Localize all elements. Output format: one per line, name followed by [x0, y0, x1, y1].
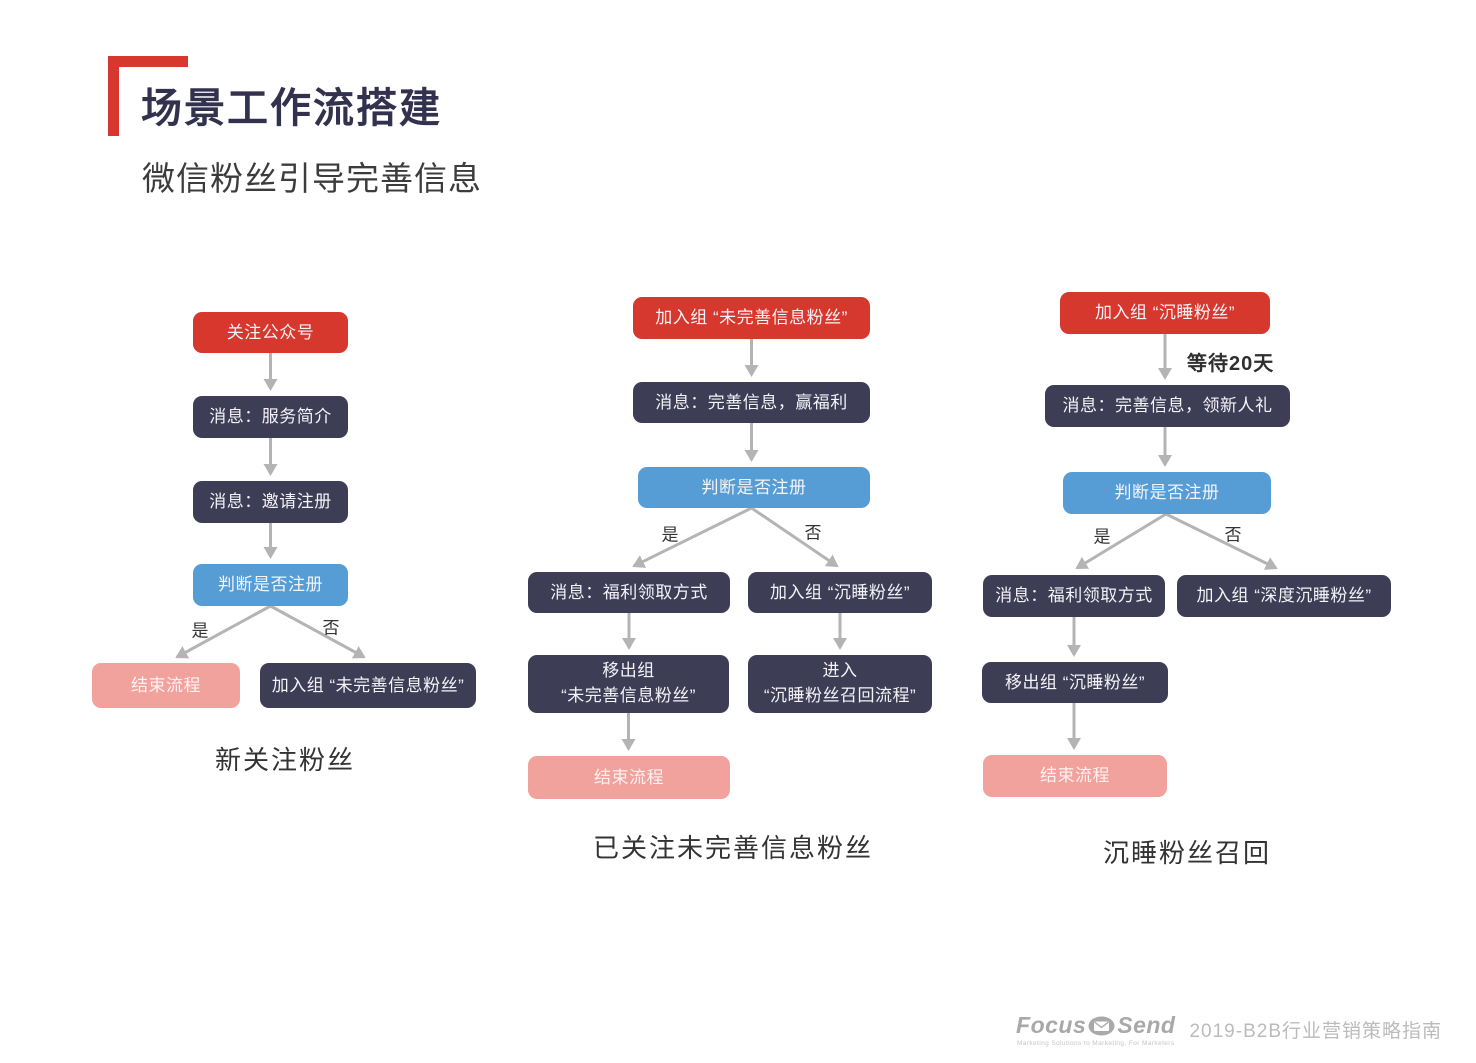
envelope-icon	[1088, 1016, 1115, 1036]
flow3-node-end-process: 结束流程	[983, 755, 1167, 797]
flow2-node-check-registered: 判断是否注册	[638, 467, 870, 508]
node-line: “未完善信息粉丝”	[561, 686, 696, 705]
flow2-node-remove-group-incomplete: 移出组 “未完善信息粉丝”	[528, 655, 729, 713]
focussend-logo: Focus Send Marketing Solutions to Market…	[1016, 1012, 1175, 1047]
flow2-node-join-group-sleeping: 加入组 “沉睡粉丝”	[748, 572, 932, 613]
flow3-wait-label: 等待20天	[1187, 353, 1275, 375]
logo-text-send: Send	[1117, 1012, 1176, 1038]
flow1-node-end-process: 结束流程	[92, 663, 240, 708]
flow2-node-join-group-incomplete: 加入组 “未完善信息粉丝”	[633, 297, 870, 339]
flow2-branch-label-yes: 是	[661, 525, 679, 545]
doc-label: 2019-B2B行业营销策略指南	[1189, 1021, 1442, 1042]
node-line: 移出组	[602, 661, 655, 681]
flow2-node-msg-complete-info-benefit: 消息：完善信息，赢福利	[633, 382, 870, 423]
flow2-node-enter-recall-flow: 进入 “沉睡粉丝召回流程”	[748, 655, 932, 713]
flow1-node-follow-account: 关注公众号	[193, 312, 348, 353]
flow2-branch-label-no: 否	[804, 523, 822, 543]
node-line: 进入	[822, 661, 858, 681]
flow1-branch-label-no: 否	[322, 618, 340, 638]
flow3-caption: 沉睡粉丝召回	[1102, 838, 1272, 868]
flow3-node-msg-benefit-claim: 消息：福利领取方式	[983, 575, 1165, 617]
logo-text-focus: Focus	[1016, 1012, 1087, 1038]
flow1-caption: 新关注粉丝	[214, 745, 356, 775]
footer: Focus Send Marketing Solutions to Market…	[1016, 1012, 1442, 1047]
logo-tagline: Marketing Solutions to Marketing, For Ma…	[1016, 1040, 1175, 1047]
flow3-node-msg-complete-info-gift: 消息：完善信息，领新人礼	[1045, 385, 1290, 427]
flow3-node-remove-group-sleeping: 移出组 “沉睡粉丝”	[982, 662, 1168, 703]
flow2-node-end-process: 结束流程	[528, 756, 730, 799]
flow3-node-check-registered: 判断是否注册	[1063, 472, 1271, 514]
flow1-node-join-group-incomplete: 加入组 “未完善信息粉丝”	[260, 663, 476, 708]
page-subtitle: 微信粉丝引导完善信息	[142, 160, 482, 197]
page-title: 场景工作流搭建	[141, 85, 442, 131]
flow1-node-msg-invite-register: 消息：邀请注册	[193, 481, 348, 523]
flow1-node-check-registered: 判断是否注册	[193, 564, 348, 606]
flow3-node-join-group-deep-sleeping: 加入组 “深度沉睡粉丝”	[1177, 575, 1391, 617]
flow1-branch-label-yes: 是	[191, 621, 209, 641]
title-corner-bracket	[108, 56, 188, 67]
title-corner-bracket	[108, 56, 119, 136]
flow2-node-msg-benefit-claim: 消息：福利领取方式	[528, 572, 730, 613]
flow3-branch-label-yes: 是	[1093, 527, 1111, 547]
flow2-caption: 已关注未完善信息粉丝	[592, 833, 874, 863]
flow1-node-msg-service-intro: 消息：服务简介	[193, 396, 348, 438]
flow3-branch-label-no: 否	[1224, 525, 1242, 545]
node-line: “沉睡粉丝召回流程”	[763, 686, 917, 705]
flow3-node-join-group-sleeping: 加入组 “沉睡粉丝”	[1060, 292, 1270, 334]
